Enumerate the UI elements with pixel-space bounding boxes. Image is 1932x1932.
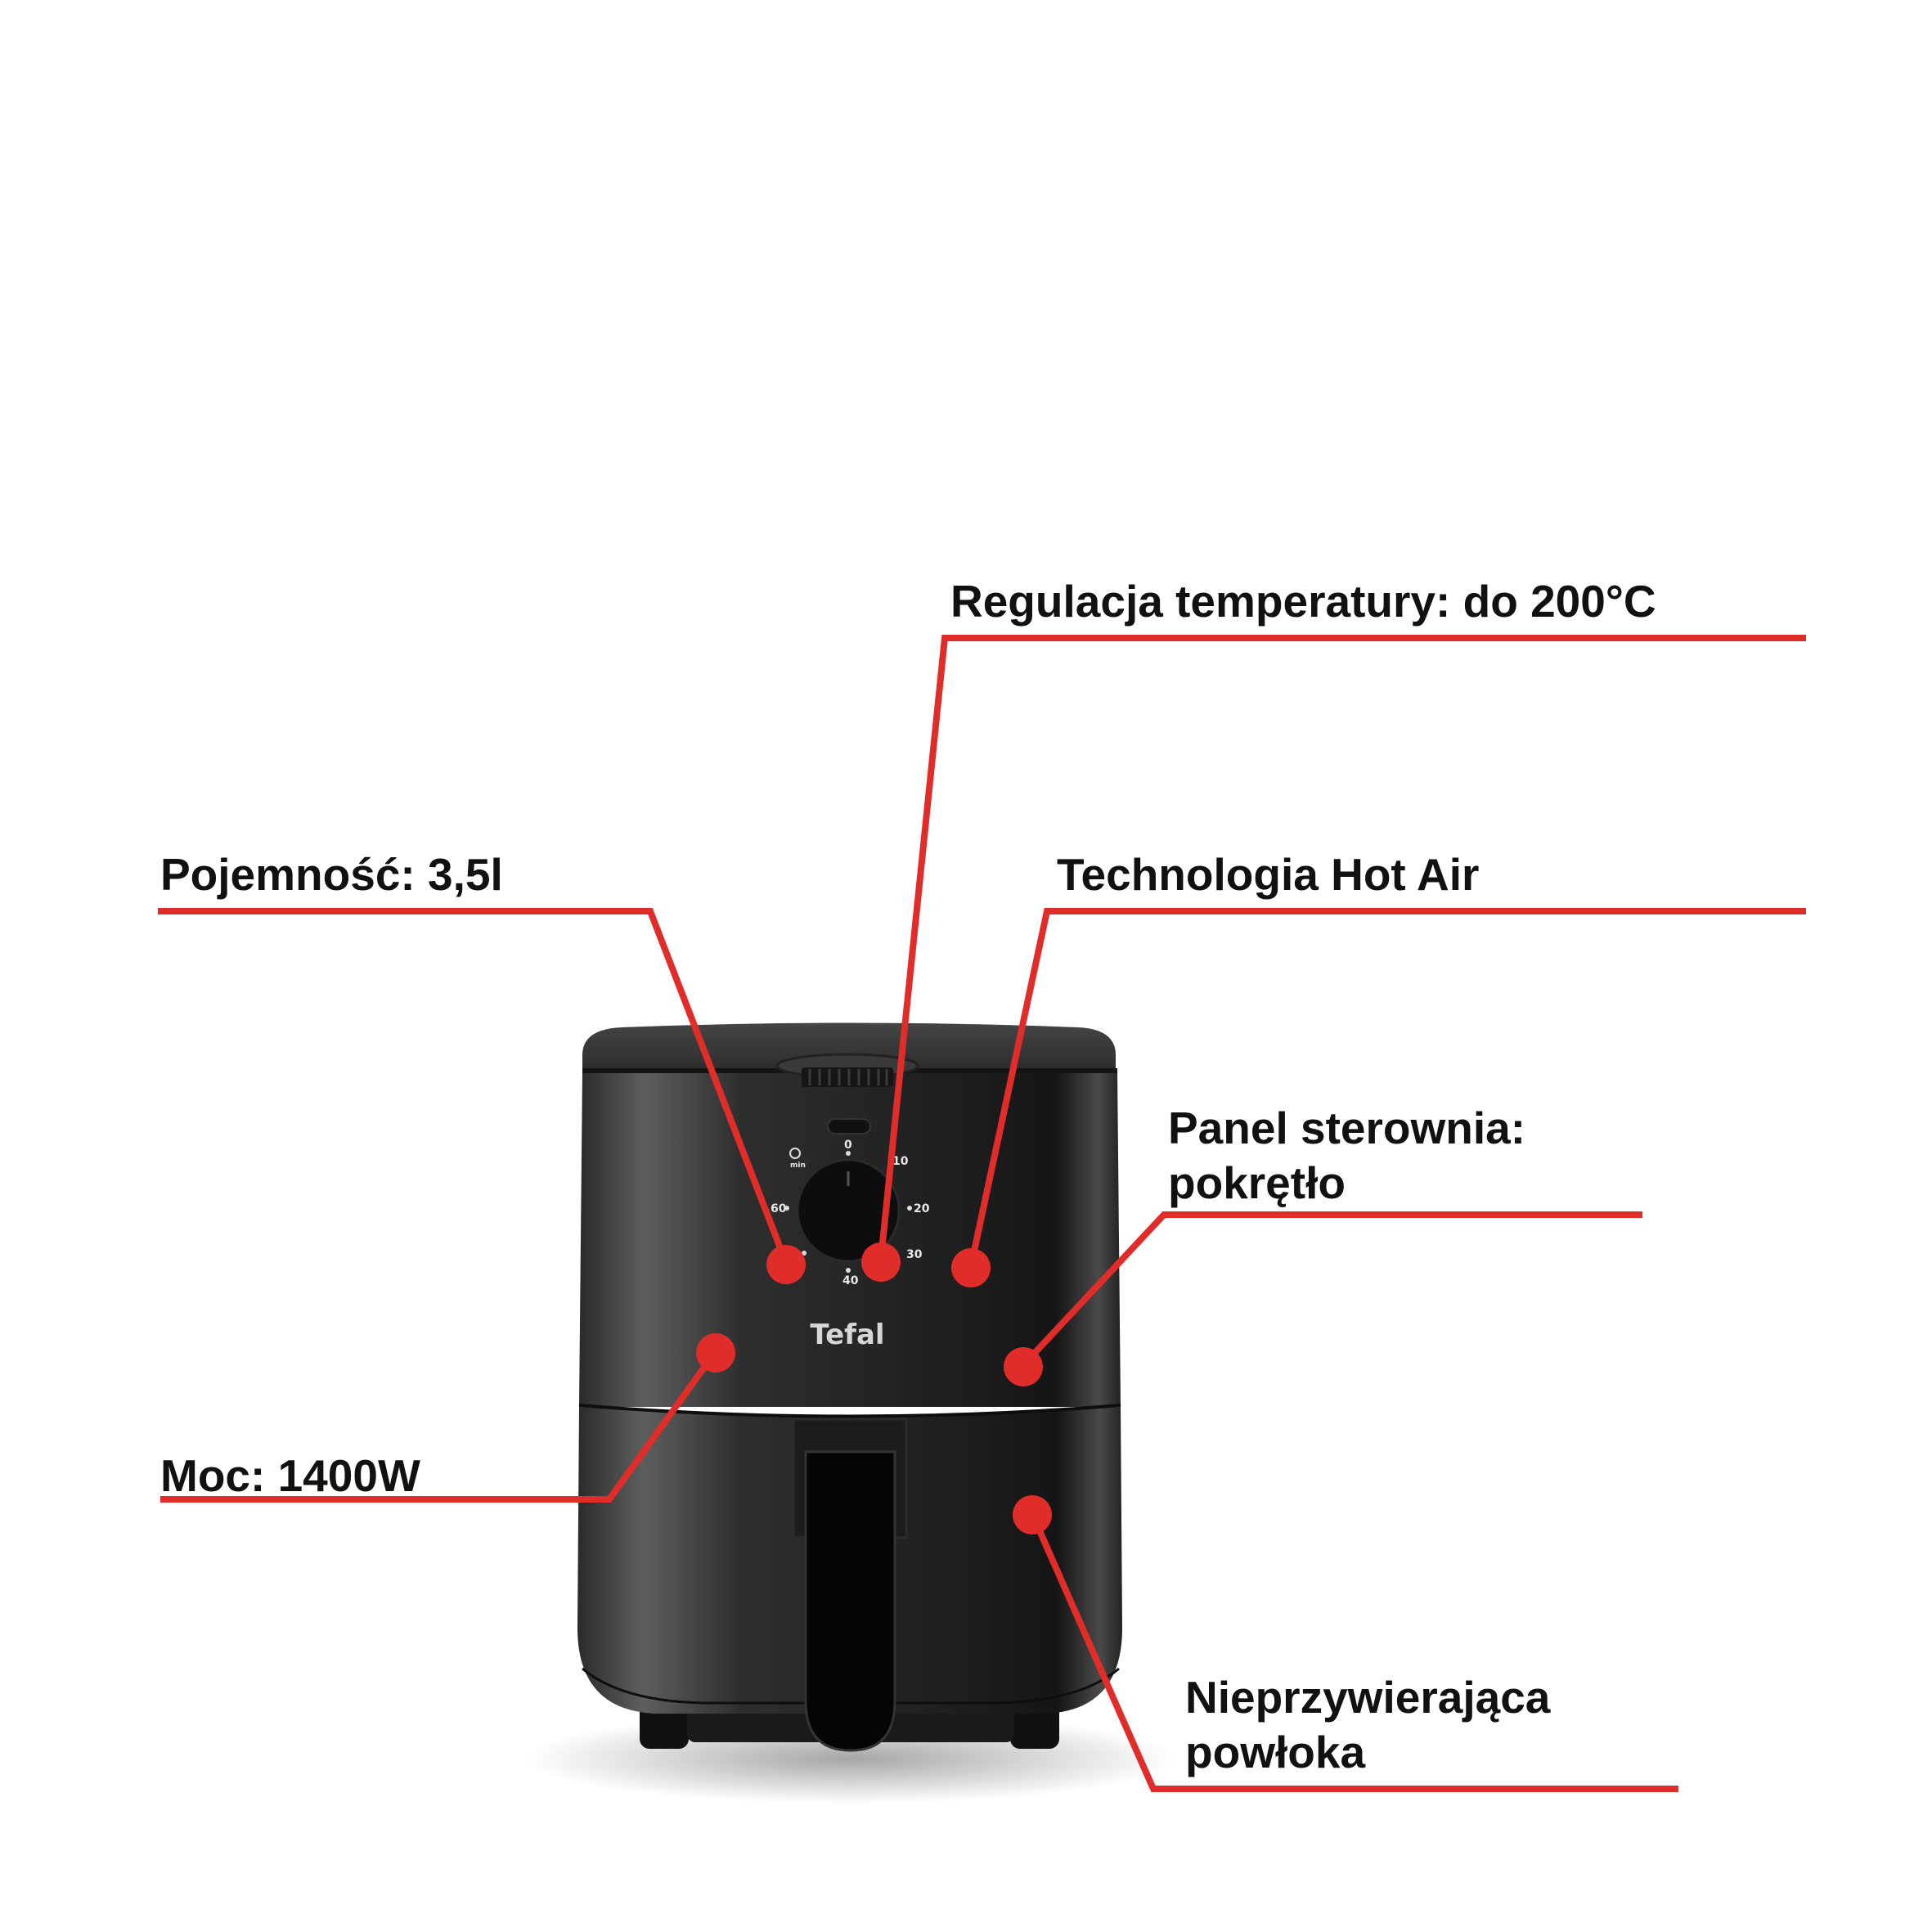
label-power: Moc: 1400W	[160, 1450, 420, 1501]
temperature-knob[interactable]	[775, 1053, 919, 1087]
label-non-stick-line1: Nieprzywierająca	[1185, 1672, 1551, 1723]
callout-line-control-panel	[1021, 1211, 1642, 1368]
dial-mark-40: 40	[842, 1274, 859, 1287]
callout-lines	[158, 635, 1806, 1792]
callout-dot-capacity	[766, 1245, 806, 1284]
callout-line-non-stick	[1029, 1512, 1678, 1792]
drawer-seam	[578, 1404, 1121, 1418]
air-fryer: min 0 10 20 30 40 60 Tefal	[523, 1022, 1178, 1804]
callout-dot-power	[696, 1333, 735, 1373]
label-control-panel-line1: Panel sterownia:	[1168, 1103, 1525, 1153]
label-non-stick-line2: powłoka	[1185, 1727, 1365, 1777]
callout-line-temperature	[878, 635, 1806, 1260]
label-control-panel-line2: pokrętło	[1168, 1157, 1346, 1208]
callout-dot-temperature	[861, 1242, 901, 1282]
dial-mark-0: 0	[844, 1139, 852, 1152]
callout-dot-hot-air	[951, 1248, 991, 1287]
callout-dot-non-stick	[1013, 1495, 1052, 1534]
label-capacity: Pojemność: 3,5l	[160, 849, 503, 900]
label-hot-air: Technologia Hot Air	[1057, 849, 1479, 900]
callout-dots	[696, 1242, 1052, 1534]
brand-logo: Tefal	[810, 1319, 884, 1351]
callout-line-power	[160, 1349, 719, 1503]
label-temperature: Regulacja temperatury: do 200°C	[950, 576, 1656, 627]
dial-mark-10: 10	[892, 1155, 909, 1168]
lid	[582, 1022, 1116, 1072]
callout-line-capacity	[158, 908, 789, 1265]
basket-handle[interactable]	[792, 1418, 908, 1752]
timer-dial[interactable]	[796, 1158, 901, 1263]
timer-icon	[789, 1148, 801, 1159]
indicator-light	[827, 1118, 871, 1134]
dial-mark-60: 60	[771, 1202, 787, 1215]
dial-mark-20: 20	[914, 1202, 930, 1215]
callout-line-hot-air	[968, 908, 1806, 1267]
callout-dot-control-panel	[1004, 1347, 1043, 1386]
dial-mark-30: 30	[906, 1248, 923, 1261]
dial-unit: min	[790, 1161, 806, 1170]
